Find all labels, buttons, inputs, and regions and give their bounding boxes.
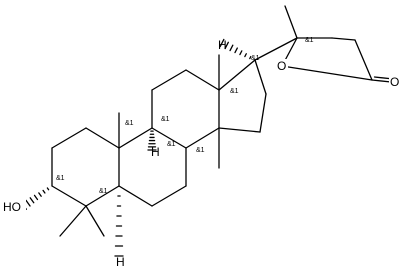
bond-c11-c12 [151,69,187,91]
stereo-bond-h-c17-dash [224,41,229,50]
bond-c15-c16 [259,93,267,133]
bond-c22-c23 [331,37,356,41]
stereo-bond-h-c17-dash [219,38,225,48]
stereo-label-c17: &1 [251,55,260,62]
atom-label-ring-oxygen: O [277,59,286,73]
atom-label-h-c9: H [151,145,160,159]
stereo-bond-h-c17-dash [244,53,247,58]
stereo-bond-oh-c3-dash [33,194,39,201]
atom-label-h-c5: H [116,255,125,269]
bond-c8-c9 [151,127,187,149]
bond-c1-c2 [51,127,87,149]
bond-c17-c13 [218,59,256,91]
stereo-label-c8: &1 [161,116,170,123]
stereo-bond-oh-c3-dash [46,187,50,191]
stereo-bond-h-c17-dash [234,47,238,54]
bond-c14-c15 [218,127,261,133]
bond-c14-c8 [185,127,220,149]
bond-c20-m20 [284,5,298,39]
bond-c10-c1 [85,127,120,149]
bond-c23-c24 [354,39,373,81]
stereo-label-c13: &1 [230,88,239,95]
stereo-bond-oh-c3-dash [42,189,46,194]
atom-label-ho: HO [3,200,21,214]
stereo-label-c3: &1 [56,175,65,182]
stereo-bond-oh-c3-dash [38,192,42,197]
bond-c4-c5 [85,185,120,207]
stereo-bond-h-c17-dash [249,55,252,60]
bond-c4-m4b [85,205,105,237]
bond-c16-c17 [254,59,267,95]
stereo-label-c9: &1 [167,141,176,148]
bond-c6-c7 [151,185,187,207]
atom-label-h-c17: H [218,38,227,52]
bond-lines [51,5,395,237]
stereo-label-c5: &1 [99,188,108,195]
bond-c12-c13 [185,69,220,91]
bond-c4-m4a [59,205,87,237]
stereo-bond-h-c17-dash [239,50,243,56]
atom-label-carbonyl-oxygen: O [390,75,399,89]
stereo-label-c14: &1 [196,147,205,154]
stereo-bond-oh-c3-dash [29,197,35,204]
stereo-label-c10: &1 [125,120,134,127]
stereo-bonds [21,38,252,257]
bond-c3-c4 [51,185,87,207]
stereo-bond-oh-c3-dash [25,199,31,207]
bond-c17-c20 [254,37,298,61]
stereo-label-c20: &1 [305,37,314,44]
bond-c24-o1 [281,65,373,81]
bond-c5-c6 [118,185,153,207]
stereo-bond-h-c17-dash [229,44,234,52]
bond-carbonyl-1 [371,79,392,83]
bond-c9-c10 [118,127,153,149]
